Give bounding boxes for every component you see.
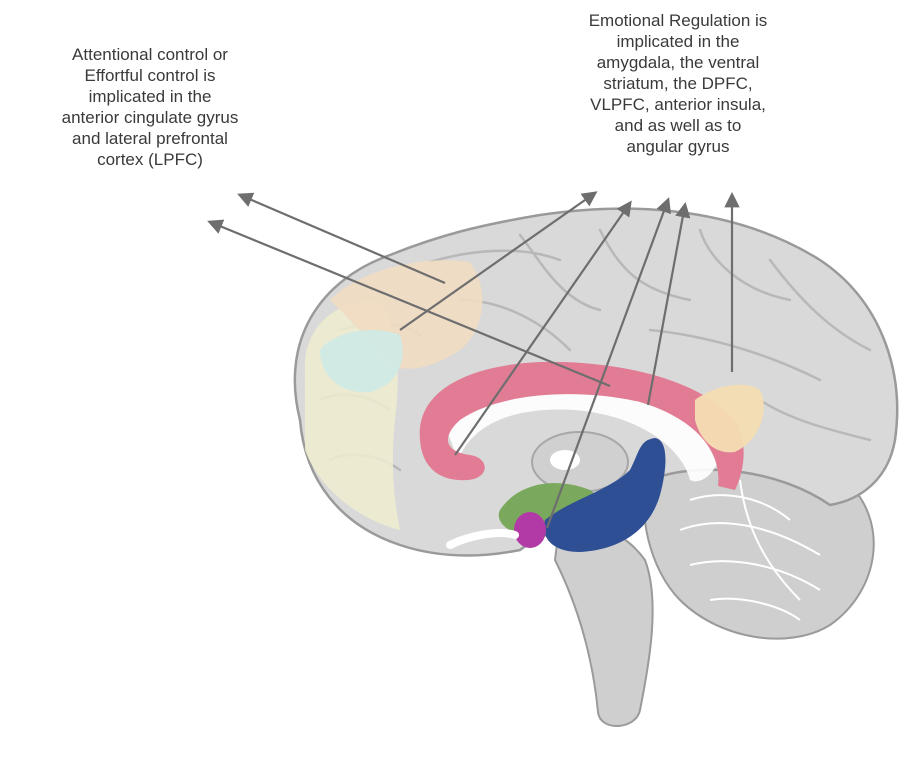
annotation-line: Effortful control is [0, 65, 300, 86]
annotation-line: angular gyrus [548, 136, 808, 157]
annotation-line: and as well as to [548, 115, 808, 136]
emotional-regulation-annotation: Emotional Regulation is implicated in th… [548, 10, 808, 157]
annotation-line: Attentional control or [0, 44, 300, 65]
annotation-line: implicated in the [548, 31, 808, 52]
amygdala [514, 512, 546, 548]
annotation-line: amygdala, the ventral [548, 52, 808, 73]
annotation-line: VLPFC, anterior insula, [548, 94, 808, 115]
arrow-to-lateral-pfc [240, 195, 445, 283]
annotation-line: Emotional Regulation is [548, 10, 808, 31]
annotation-line: cortex (LPFC) [0, 149, 300, 170]
annotation-line: and lateral prefrontal [0, 128, 300, 149]
annotation-line: implicated in the [0, 86, 300, 107]
annotation-line: anterior cingulate gyrus [0, 107, 300, 128]
attentional-control-annotation: Attentional control or Effortful control… [0, 44, 300, 170]
annotation-line: striatum, the DPFC, [548, 73, 808, 94]
